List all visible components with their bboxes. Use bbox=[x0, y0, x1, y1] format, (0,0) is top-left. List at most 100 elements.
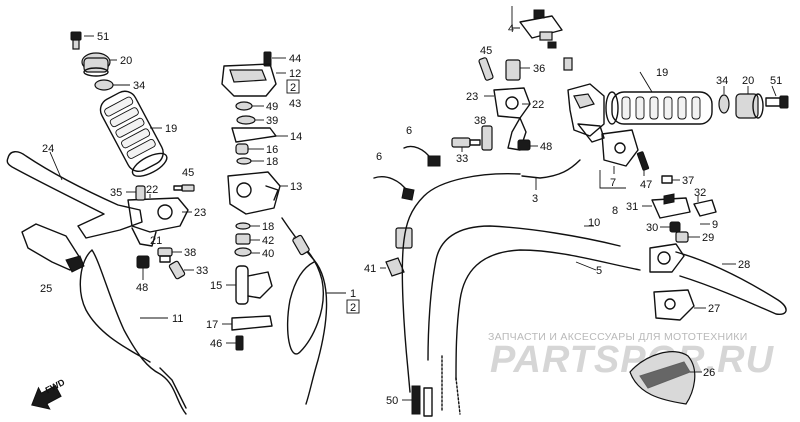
brake-lever-bracket-22 bbox=[493, 87, 531, 151]
clutch-lever-bracket-22 bbox=[127, 197, 189, 247]
callout-18-upper: 18 bbox=[266, 156, 278, 168]
callout-47: 47 bbox=[640, 179, 652, 191]
watermark-subtitle: ЗАПЧАСТИ И АКСЕССУАРЫ ДЛЯ МОТОТЕХНИКИ bbox=[488, 331, 748, 343]
bolt-33-right bbox=[451, 137, 481, 148]
callout-20-left: 20 bbox=[120, 55, 132, 67]
callout-41: 41 bbox=[364, 263, 376, 275]
callout-19-right: 19 bbox=[656, 67, 668, 79]
callout-39: 39 bbox=[266, 115, 278, 127]
brake-switch-bracket-31 bbox=[651, 193, 691, 219]
collar-34-left bbox=[94, 79, 114, 91]
clamp-17 bbox=[231, 315, 273, 331]
washer-18-upper bbox=[236, 157, 252, 165]
washer-30 bbox=[669, 221, 681, 233]
screw-47 bbox=[636, 151, 650, 171]
cable-10 bbox=[427, 225, 621, 411]
callout-2-lower: 2 bbox=[350, 302, 356, 314]
nut-48-left bbox=[136, 255, 150, 269]
callout-45-right: 45 bbox=[480, 45, 492, 57]
callout-48-left: 48 bbox=[136, 282, 148, 294]
callout-1: 1 bbox=[350, 288, 356, 300]
callout-44: 44 bbox=[289, 53, 301, 65]
callout-32: 32 bbox=[694, 187, 706, 199]
callout-6-lower: 6 bbox=[376, 151, 382, 163]
bolt-45-left bbox=[173, 184, 195, 192]
callout-38-right: 38 bbox=[474, 115, 486, 127]
gasket-39 bbox=[236, 115, 256, 125]
callout-45-left: 45 bbox=[182, 167, 194, 179]
plate-14 bbox=[231, 127, 277, 143]
bolt-51-right bbox=[765, 95, 789, 109]
bar-end-weight-20-left bbox=[81, 52, 111, 77]
callout-51-right: 51 bbox=[770, 75, 782, 87]
brake-switch-7 bbox=[601, 129, 639, 167]
screw-44 bbox=[263, 51, 272, 67]
callout-17: 17 bbox=[206, 319, 218, 331]
callout-30: 30 bbox=[646, 222, 658, 234]
right-switch-housing bbox=[567, 83, 605, 143]
callout-8: 8 bbox=[612, 205, 618, 217]
callout-14: 14 bbox=[290, 131, 302, 143]
callout-16: 16 bbox=[266, 144, 278, 156]
callout-26: 26 bbox=[703, 367, 715, 379]
callout-34-left: 34 bbox=[133, 80, 145, 92]
callout-19-left: 19 bbox=[165, 123, 177, 135]
callout-18-lower: 18 bbox=[262, 221, 274, 233]
nut-29 bbox=[675, 231, 689, 243]
callout-2-upper: 2 bbox=[290, 82, 296, 94]
bolt-45-right bbox=[478, 57, 494, 81]
callout-11: 11 bbox=[172, 313, 183, 325]
cable-11-end bbox=[159, 367, 187, 409]
screw-46 bbox=[235, 335, 244, 351]
callout-48-right: 48 bbox=[540, 141, 552, 153]
callout-10: 10 bbox=[588, 217, 600, 229]
throttle-cable-1 bbox=[281, 217, 328, 405]
cable-3 bbox=[401, 159, 581, 393]
callout-6-upper: 6 bbox=[406, 125, 412, 137]
bracket-8-outline bbox=[599, 170, 626, 189]
callout-33-left: 33 bbox=[196, 265, 208, 277]
callout-36: 36 bbox=[533, 63, 545, 75]
callout-5: 5 bbox=[596, 265, 602, 277]
callout-25: 25 bbox=[40, 283, 52, 295]
callout-23-right: 23 bbox=[466, 91, 478, 103]
callout-33-right: 33 bbox=[456, 153, 468, 165]
callout-31: 31 bbox=[626, 201, 638, 213]
callout-51-left: 51 bbox=[97, 31, 109, 43]
washer-18-lower bbox=[235, 222, 251, 230]
callout-21: 21 bbox=[150, 235, 162, 247]
switch-harness-6 bbox=[373, 145, 441, 201]
callout-35: 35 bbox=[110, 187, 122, 199]
callout-22-right: 22 bbox=[532, 99, 544, 111]
collar-34-right bbox=[718, 94, 730, 114]
screw-37 bbox=[661, 175, 673, 184]
bolt-38-left bbox=[157, 247, 173, 263]
plunger-32 bbox=[693, 199, 717, 217]
bolt-36 bbox=[505, 59, 521, 81]
bolt-51-left bbox=[70, 31, 82, 50]
callout-49: 49 bbox=[266, 101, 278, 113]
callout-24: 24 bbox=[42, 143, 54, 155]
bolt-50 bbox=[411, 385, 433, 417]
grip-19-right bbox=[605, 91, 713, 125]
callout-13: 13 bbox=[290, 181, 302, 193]
callouts: 51 20 34 19 24 45 35 22 23 21 38 33 48 2… bbox=[40, 6, 782, 407]
throttle-tube-15 bbox=[235, 265, 273, 305]
washer-49 bbox=[235, 101, 253, 111]
callout-22-left: 22 bbox=[146, 184, 158, 196]
cable-11 bbox=[79, 249, 187, 415]
callout-15: 15 bbox=[210, 280, 222, 292]
fwd-arrow: FWD bbox=[31, 377, 67, 410]
brake-lever-28 bbox=[649, 243, 787, 315]
callout-34-right: 34 bbox=[716, 75, 728, 87]
callout-29: 29 bbox=[702, 232, 714, 244]
callout-20-right: 20 bbox=[742, 75, 754, 87]
switch-assy-4 bbox=[519, 9, 573, 71]
callout-42: 42 bbox=[262, 235, 274, 247]
callout-37: 37 bbox=[682, 175, 694, 187]
callout-4: 4 bbox=[508, 23, 514, 35]
grip-19-left bbox=[99, 90, 168, 177]
throttle-housing-lower-13 bbox=[227, 171, 281, 215]
bar-end-weight-20-right bbox=[735, 93, 764, 119]
